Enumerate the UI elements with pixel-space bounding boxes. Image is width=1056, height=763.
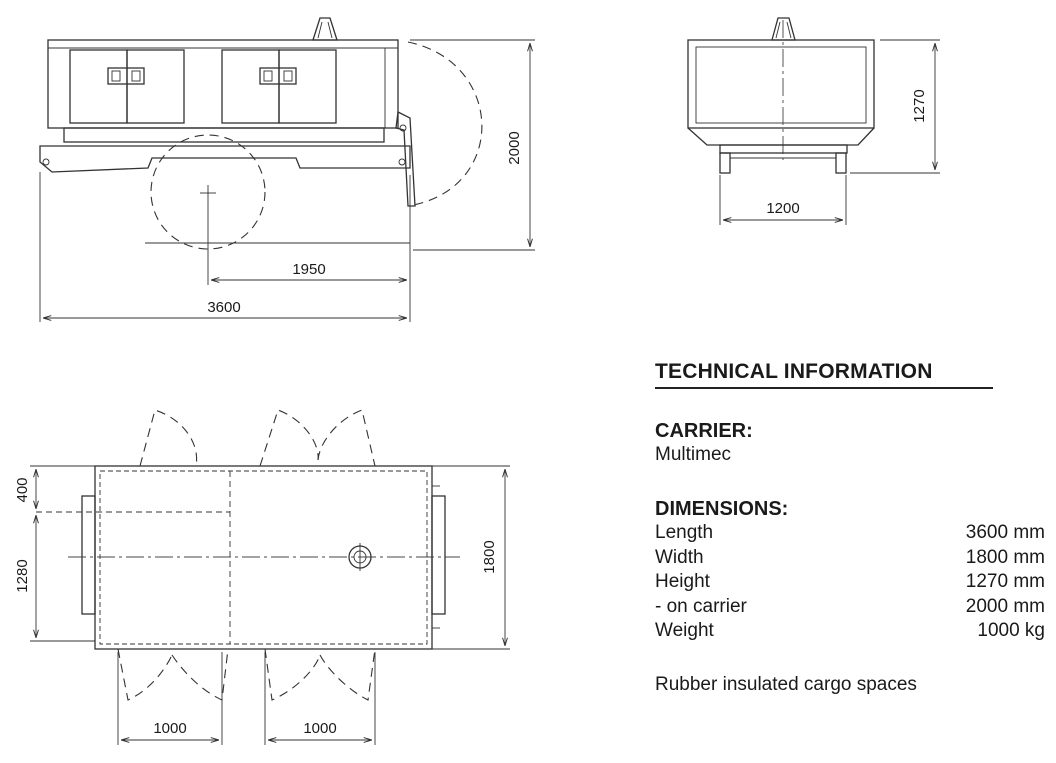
- insulation-note: Rubber insulated cargo spaces: [655, 673, 917, 695]
- dim-top-1800: 1800: [481, 540, 498, 573]
- top-view: 400 1280 1800 1000 1000: [14, 409, 510, 745]
- dim-side-length: 3600: [207, 299, 240, 316]
- dimension-row: - on carrier 2000 mm: [655, 595, 1045, 620]
- dimension-row: Height 1270 mm: [655, 570, 1045, 595]
- dimension-label: - on carrier: [655, 595, 747, 617]
- dimension-label: Weight: [655, 620, 714, 641]
- dimension-value: 1000 kg: [977, 620, 1045, 641]
- beacon-lamp-icon: [771, 17, 796, 41]
- technical-information: TECHNICAL INFORMATION CARRIER: Multimec …: [655, 360, 1045, 696]
- dimension-value: 2000 mm: [965, 595, 1045, 617]
- dimensions-table: Length 3600 mm Width 1800 mm Height 1270 mm…: [655, 521, 1045, 644]
- dim-door-left: 1000: [153, 720, 186, 737]
- dimension-value: 1800 mm: [965, 546, 1045, 568]
- carrier-label: CARRIER:: [655, 420, 753, 442]
- beacon-lamp-icon: [312, 17, 338, 41]
- dimension-value: 3600 mm: [965, 522, 1045, 543]
- dimension-label: Length: [655, 522, 714, 543]
- dim-door-right: 1000: [303, 720, 336, 737]
- end-view: 1270 1200: [687, 17, 940, 225]
- side-doors: [69, 49, 337, 124]
- carrier-frame: [39, 111, 416, 207]
- side-view: 2000 1950 3600: [39, 17, 535, 322]
- dimension-row: Weight 1000 kg: [655, 619, 1045, 644]
- dim-top-1280: 1280: [14, 559, 31, 592]
- roof-hatch-icon: [348, 543, 372, 571]
- dimensions-label: DIMENSIONS:: [655, 498, 789, 520]
- dimension-row: Width 1800 mm: [655, 546, 1045, 571]
- dim-end-height: 1270: [911, 89, 928, 122]
- dim-axle-distance: 1950: [292, 261, 325, 278]
- dim-side-height: 2000: [506, 131, 523, 164]
- dim-end-width: 1200: [766, 200, 799, 217]
- carrier-value: Multimec: [655, 444, 732, 465]
- dimension-row: Length 3600 mm: [655, 521, 1045, 546]
- dimension-label: Width: [655, 546, 704, 568]
- dimension-value: 1270 mm: [965, 571, 1045, 592]
- tech-title: TECHNICAL INFORMATION: [655, 360, 993, 389]
- dimension-label: Height: [655, 571, 710, 592]
- dim-top-400: 400: [14, 477, 31, 502]
